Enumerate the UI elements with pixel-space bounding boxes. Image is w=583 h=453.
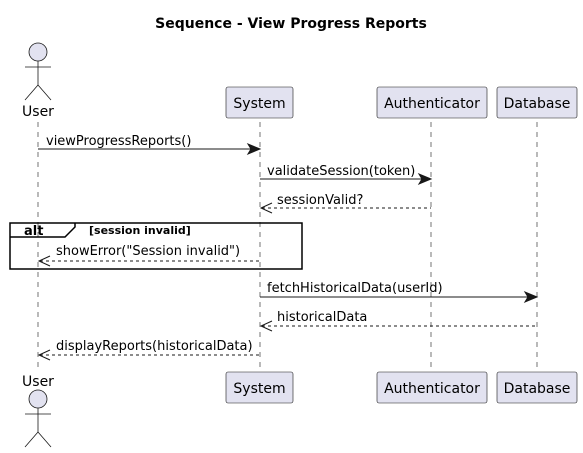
participant-user-top: User: [22, 42, 54, 120]
actor-icon: [24, 389, 52, 448]
participant-label: Database: [504, 96, 571, 112]
actor-icon: [24, 42, 52, 101]
message-label: viewProgressReports(): [46, 134, 191, 149]
message-display-reports: displayReports(historicalData): [37, 339, 260, 361]
participant-authenticator-bottom: Authenticator: [376, 371, 488, 404]
message-view-progress-reports: viewProgressReports(): [38, 134, 262, 156]
message-label: showError("Session invalid"): [56, 244, 240, 259]
message-label: historicalData: [277, 310, 367, 325]
fragment-keyword: alt: [24, 224, 43, 239]
alt-fragment: alt [session invalid]: [9, 222, 303, 270]
message-label: fetchHistoricalData(userId): [267, 281, 443, 296]
participant-label: User: [22, 374, 54, 390]
participant-user-bottom: User: [22, 374, 54, 448]
fragment-guard: [session invalid]: [89, 224, 191, 237]
arrowhead: [523, 290, 539, 304]
message-fetch-historical-data: fetchHistoricalData(userId): [260, 281, 539, 304]
arrowhead: [246, 142, 262, 156]
participant-authenticator-top: Authenticator: [376, 86, 488, 119]
participant-label: System: [233, 381, 285, 397]
participant-label: System: [233, 96, 285, 112]
message-validate-session: validateSession(token): [260, 164, 433, 186]
message-show-error: showError("Session invalid"): [37, 244, 260, 267]
fragment-frame: [9, 222, 303, 270]
participant-label: Authenticator: [384, 96, 480, 112]
message-label: validateSession(token): [267, 164, 415, 179]
participant-label: Authenticator: [384, 381, 480, 397]
participant-system-bottom: System: [225, 371, 294, 404]
fragment-tab: [10, 223, 76, 238]
arrowhead: [417, 172, 433, 186]
participant-system-top: System: [225, 86, 294, 119]
diagram-title: Sequence - View Progress Reports: [155, 16, 427, 32]
participant-database-top: Database: [496, 86, 578, 119]
participant-label: User: [22, 104, 54, 120]
participant-database-bottom: Database: [496, 371, 578, 404]
message-session-valid: sessionValid?: [259, 193, 431, 214]
participant-label: Database: [504, 381, 571, 397]
arrowhead: [259, 202, 273, 214]
arrowhead: [259, 320, 273, 332]
message-label: displayReports(historicalData): [56, 339, 253, 354]
arrowhead: [37, 255, 51, 267]
message-historical-data: historicalData: [259, 310, 537, 332]
message-label: sessionValid?: [277, 193, 363, 208]
arrowhead: [37, 349, 51, 361]
